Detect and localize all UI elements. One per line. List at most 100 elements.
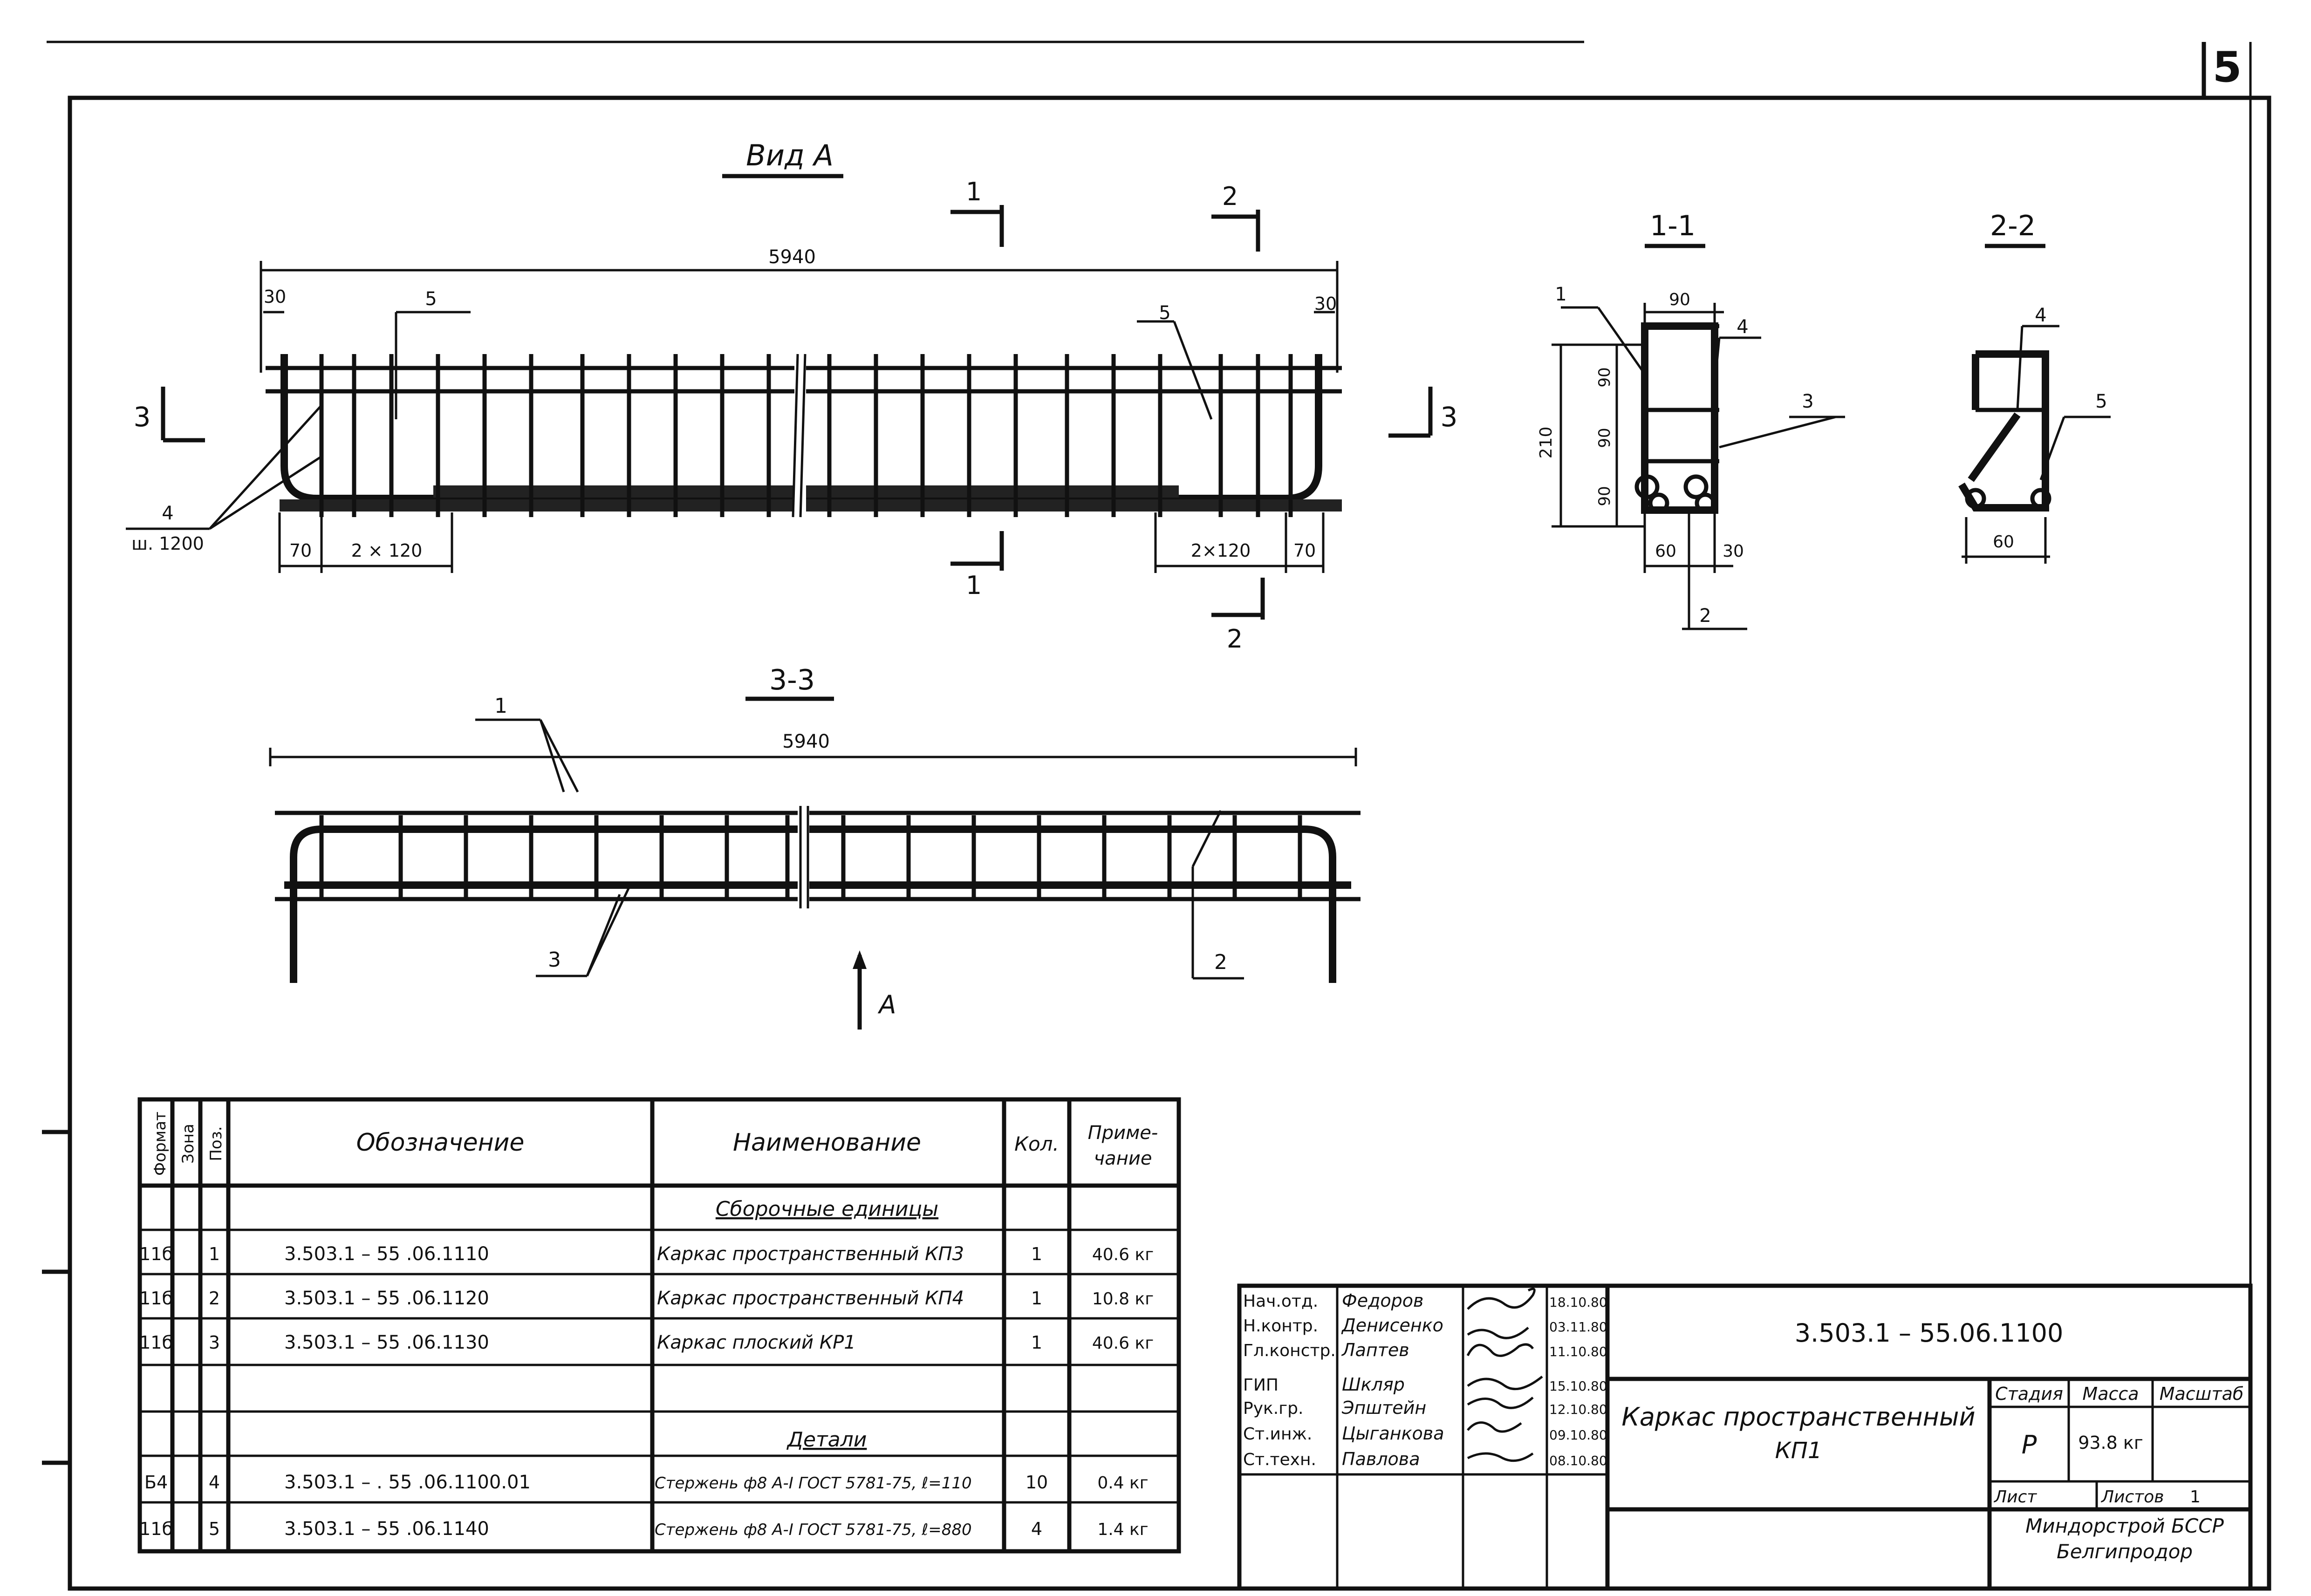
cell-designation: 3.503.1 – 55 .06.1130 bbox=[284, 1332, 489, 1353]
pos-1-1-1: 1 bbox=[1555, 284, 1566, 305]
cut-1-bottom: 1 bbox=[966, 571, 982, 600]
role-date: 15.10.80 bbox=[1549, 1378, 1607, 1394]
role-date: 09.10.80 bbox=[1549, 1427, 1607, 1443]
sheet-frame bbox=[42, 41, 2271, 1591]
pos-2-1-1: 2 bbox=[1699, 605, 1711, 627]
cell-name: Каркас пространственный КП4 bbox=[657, 1288, 964, 1309]
view-arrow-a: А bbox=[878, 990, 896, 1019]
cell-pos: 4 bbox=[209, 1472, 220, 1493]
header-format: Формат bbox=[151, 1112, 170, 1176]
role-date: 08.10.80 bbox=[1549, 1453, 1607, 1468]
role-date: 12.10.80 bbox=[1549, 1402, 1607, 1417]
dim-30-right: 30 bbox=[1314, 293, 1337, 314]
header-designation: Обозначение bbox=[356, 1129, 525, 1157]
cell-pos: 5 bbox=[209, 1519, 220, 1539]
role-date: 18.10.80 bbox=[1549, 1295, 1607, 1310]
role-date: 03.11.80 bbox=[1549, 1319, 1607, 1335]
section-3-3: 3-3 5940 1 3 2 bbox=[269, 664, 1361, 1030]
header-qty: Кол. bbox=[1014, 1132, 1059, 1155]
dim-30-left: 30 bbox=[264, 286, 286, 307]
cell-qty: 10 bbox=[1026, 1472, 1048, 1493]
pos-5-right: 5 bbox=[1159, 302, 1170, 324]
role-person: Лаптев bbox=[1341, 1340, 1409, 1360]
cell-name: Каркас пространственный КП3 bbox=[657, 1243, 964, 1265]
pos-4-note: ш. 1200 bbox=[131, 533, 204, 554]
doc-title-line-1: Каркас пространственный bbox=[1621, 1402, 1975, 1432]
sheets-value: 1 bbox=[2190, 1487, 2201, 1507]
spec-table: Формат Зона Поз. Обозначение Наименовани… bbox=[137, 1097, 1181, 1554]
dim-90-b: 90 bbox=[1595, 428, 1614, 448]
pos-3-1-1: 3 bbox=[1802, 391, 1813, 412]
cell-note: 0.4 кг bbox=[1097, 1473, 1148, 1493]
role-row: ГИП Шкляр 15.10.80 bbox=[1243, 1374, 1607, 1395]
cell-note: 40.6 кг bbox=[1092, 1334, 1154, 1353]
dim-90-a: 90 bbox=[1595, 367, 1614, 387]
table-row: 11б 1 3.503.1 – 55 .06.1110 Каркас прост… bbox=[139, 1243, 1154, 1265]
title-block: Нач.отд. Федоров 18.10.80 Н.контр. Денис… bbox=[1237, 1283, 2253, 1591]
cell-designation: 3.503.1 – 55 .06.1140 bbox=[284, 1518, 489, 1540]
table-row: 11б 5 3.503.1 – 55 .06.1140 Стержень ф8 … bbox=[139, 1518, 1149, 1540]
cut-1-top: 1 bbox=[966, 177, 982, 206]
cell-qty: 1 bbox=[1031, 1288, 1042, 1309]
role-person: Денисенко bbox=[1341, 1315, 1443, 1336]
role-person: Федоров bbox=[1342, 1290, 1423, 1311]
header-note-2: чание bbox=[1094, 1148, 1152, 1169]
stirrups-3-3 bbox=[319, 815, 1302, 899]
sheet-number: 5 bbox=[2213, 43, 2242, 92]
cell-note: 40.6 кг bbox=[1092, 1245, 1154, 1264]
cell-name: Стержень ф8 А-I ГОСТ 5781-75, ℓ=110 bbox=[655, 1474, 972, 1493]
cell-pos: 1 bbox=[209, 1244, 220, 1264]
role-row: Н.контр. Денисенко 03.11.80 bbox=[1243, 1315, 1607, 1336]
section-3-3-title: 3-3 bbox=[769, 664, 815, 696]
mass-label: Масса bbox=[2082, 1384, 2139, 1404]
org-line-2: Белгипродор bbox=[2057, 1540, 2193, 1563]
dim-2x120-left: 2 × 120 bbox=[351, 540, 423, 561]
view-a-title: Вид А bbox=[746, 138, 834, 172]
cell-format: 11б bbox=[139, 1288, 173, 1309]
pos-2-3-3: 2 bbox=[1214, 950, 1227, 974]
role-row: Нач.отд. Федоров 18.10.80 bbox=[1243, 1290, 1607, 1311]
pos-4-2-2: 4 bbox=[2035, 305, 2046, 326]
cell-designation: 3.503.1 – . 55 .06.1100.01 bbox=[284, 1472, 531, 1493]
cell-pos: 3 bbox=[209, 1332, 220, 1353]
org-line-1: Миндорстрой БССР bbox=[2025, 1514, 2224, 1537]
section-2-2: 2-2 4 5 60 bbox=[1958, 210, 2111, 564]
cell-format: 11б bbox=[139, 1519, 173, 1539]
cell-format: 11б bbox=[139, 1244, 173, 1264]
pos-4: 4 bbox=[162, 503, 173, 524]
pos-5-left: 5 bbox=[425, 288, 437, 310]
scale-label: Масштаб bbox=[2160, 1384, 2244, 1404]
role-label: Ст.инж. bbox=[1243, 1425, 1312, 1444]
stage-value: Р bbox=[2022, 1430, 2037, 1460]
section-details: Детали bbox=[786, 1428, 867, 1452]
cell-note: 10.8 кг bbox=[1092, 1289, 1154, 1309]
cut-2-bottom: 2 bbox=[1227, 624, 1243, 654]
section-assemblies: Сборочные единицы bbox=[716, 1197, 938, 1221]
pos-5-2-2: 5 bbox=[2095, 391, 2107, 412]
frame-3-3 bbox=[290, 825, 1336, 983]
role-row: Рук.гр. Эпштейн 12.10.80 bbox=[1243, 1398, 1607, 1418]
role-label: Н.контр. bbox=[1243, 1316, 1318, 1336]
role-label: ГИП bbox=[1243, 1376, 1279, 1395]
doc-code: 3.503.1 – 55.06.1100 bbox=[1795, 1318, 2064, 1348]
dim-5940: 5940 bbox=[768, 246, 816, 268]
header-zone: Зона bbox=[179, 1124, 198, 1164]
cell-qty: 1 bbox=[1031, 1244, 1042, 1264]
cell-designation: 3.503.1 – 55 .06.1110 bbox=[284, 1243, 489, 1265]
role-row: Ст.техн. Павлова 08.10.80 bbox=[1243, 1449, 1607, 1469]
dim-30-1-1: 30 bbox=[1723, 542, 1744, 561]
pos-1-3-3: 1 bbox=[494, 694, 507, 718]
header-name: Наименование bbox=[733, 1129, 921, 1157]
doc-title-line-2: КП1 bbox=[1775, 1438, 1822, 1464]
role-row: Гл.констр. Лаптев 11.10.80 bbox=[1243, 1340, 1607, 1360]
header-pos: Поз. bbox=[207, 1126, 226, 1161]
dim-90-c: 90 bbox=[1595, 486, 1614, 506]
cell-format: 11б bbox=[139, 1332, 173, 1353]
dim-5940-3-3: 5940 bbox=[782, 731, 830, 752]
cut-3-left: 3 bbox=[134, 401, 151, 433]
mass-value: 93.8 кг bbox=[2078, 1432, 2143, 1453]
dim-2x120-right: 2×120 bbox=[1191, 540, 1251, 561]
role-person: Павлова bbox=[1342, 1449, 1420, 1469]
role-person: Шкляр bbox=[1342, 1374, 1405, 1395]
